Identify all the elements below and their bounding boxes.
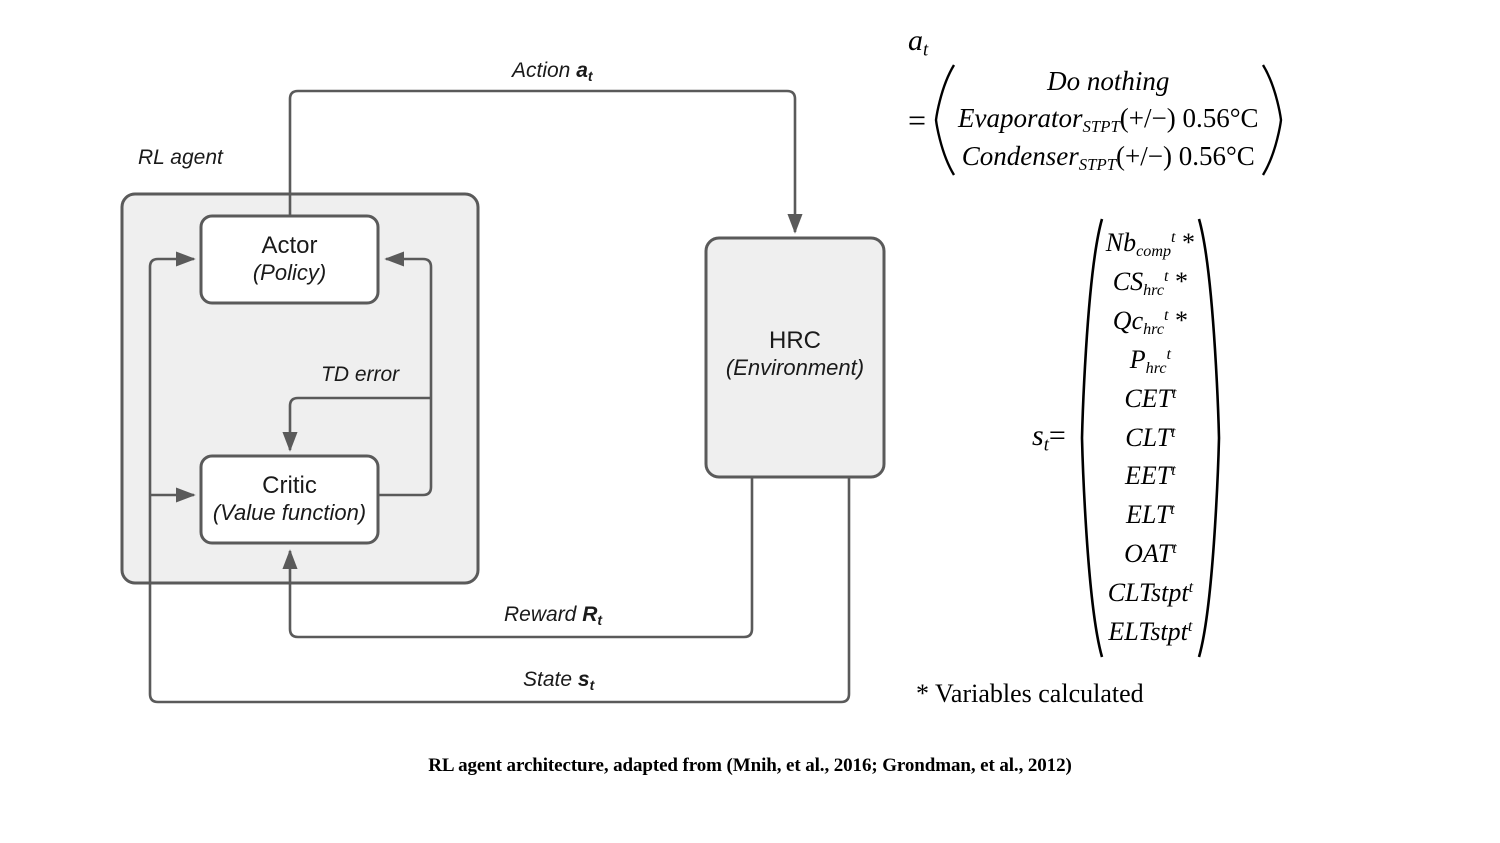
state-row-9-base: CLTstpt — [1107, 578, 1189, 608]
state-row-0-sup: t — [1171, 229, 1176, 247]
action-equation: at = Do nothing EvaporatorSTPT(+/−) 0.56… — [908, 24, 1428, 178]
state-row-8-base: OAT — [1124, 539, 1173, 569]
state-row-10-sup: t — [1187, 618, 1193, 636]
action-row-1-name: Evaporator — [958, 102, 1083, 133]
action-equation-lhs: at — [908, 24, 1428, 61]
state-row-5: CLTt — [1125, 419, 1175, 458]
state-row-1-sup: t — [1164, 268, 1169, 286]
state-row-0-base: Nb — [1105, 228, 1137, 258]
state-row-2: Qchrct * — [1113, 302, 1188, 341]
edge-label-state-text: State — [523, 668, 578, 691]
state-row-1: CShrct * — [1113, 263, 1188, 302]
edge-label-state: State st — [523, 668, 594, 693]
state-row-2-sup: t — [1164, 307, 1169, 325]
state-row-3-base: P — [1129, 344, 1146, 374]
action-equals-sign: = — [908, 101, 927, 138]
edge-label-action: Action at — [512, 59, 593, 84]
state-row-5-base: CLT — [1125, 422, 1172, 452]
edge-label-state-symbol: s — [577, 668, 590, 691]
state-row-2-sub: hrc — [1143, 320, 1165, 338]
state-row-3-sub: hrc — [1145, 359, 1167, 377]
rl-agent-group-label: RL agent — [138, 146, 223, 169]
action-row-0: Do nothing — [1047, 63, 1169, 99]
state-row-9: CLTstptt — [1108, 574, 1193, 613]
state-row-6-base: EET — [1125, 461, 1172, 491]
edge-label-reward: Reward Rt — [504, 603, 602, 628]
action-vector-rows: Do nothing EvaporatorSTPT(+/−) 0.56°C Co… — [958, 62, 1258, 178]
action-right-paren — [1259, 62, 1285, 178]
action-row-0-tail: Do nothing — [1047, 66, 1170, 97]
edge-state-line — [148, 251, 851, 704]
edge-label-reward-text: Reward — [504, 603, 583, 626]
state-row-7-sup: t — [1170, 501, 1175, 519]
state-lhs-subscript: t — [1043, 434, 1049, 456]
state-row-6: EETt — [1125, 457, 1176, 496]
action-lhs-symbol: a — [908, 24, 923, 57]
state-row-7: ELTt — [1126, 496, 1175, 535]
edge-action-line — [288, 89, 803, 234]
edge-label-state-subscript: t — [589, 676, 595, 693]
edge-label-action-symbol: a — [576, 59, 588, 82]
state-row-2-base: Qc — [1112, 305, 1144, 335]
edge-reward-line — [282, 477, 754, 639]
action-row-2: CondenserSTPT(+/−) 0.56°C — [962, 138, 1255, 176]
state-row-2-star: * — [1168, 305, 1188, 335]
state-row-7-base: ELT — [1126, 500, 1171, 530]
action-lhs-subscript: t — [923, 39, 929, 61]
state-equals-sign: = — [1048, 419, 1066, 453]
critic-node-box[interactable] — [199, 454, 380, 545]
edge-label-action-subscript: t — [587, 67, 593, 84]
action-row-1: EvaporatorSTPT(+/−) 0.56°C — [958, 100, 1258, 138]
state-row-9-sup: t — [1188, 579, 1194, 597]
edge-label-td-error: TD error — [321, 363, 399, 387]
state-left-paren — [1076, 215, 1106, 661]
action-left-paren — [932, 62, 958, 178]
state-right-paren — [1195, 215, 1225, 661]
state-row-1-sub: hrc — [1143, 281, 1165, 299]
state-row-4-base: CET — [1124, 383, 1172, 413]
state-row-10-base: ELTstpt — [1108, 616, 1188, 646]
state-row-8-sup: t — [1172, 540, 1177, 558]
state-lhs-symbol: s — [1032, 419, 1044, 453]
state-equation-lhs: st= — [1032, 419, 1066, 457]
edge-label-td-error-text: TD error — [321, 363, 400, 386]
state-row-3: Phrct — [1130, 341, 1171, 380]
state-row-1-star: * — [1168, 267, 1188, 297]
edge-label-reward-symbol: R — [582, 603, 598, 626]
edge-label-action-text: Action — [512, 59, 577, 82]
state-row-5-sup: t — [1171, 423, 1176, 441]
state-vector-rows: Nbcompt * CShrct * Qchrct * Phrct CETt C… — [1106, 215, 1195, 661]
state-row-0-star: * — [1175, 228, 1196, 258]
variables-calculated-footnote: * Variables calculated — [916, 679, 1144, 708]
action-row-2-tail: (+/−) 0.56°C — [1116, 141, 1255, 172]
state-row-4-sup: t — [1172, 384, 1177, 402]
edge-critic-to-actor-line — [378, 251, 433, 497]
state-row-4: CETt — [1124, 380, 1176, 419]
figure-caption: RL agent architecture, adapted from (Mni… — [428, 755, 1072, 776]
edge-td-error-line — [282, 396, 431, 452]
hrc-environment-node-box[interactable] — [704, 236, 886, 479]
state-row-8: OATt — [1124, 535, 1177, 574]
action-row-1-tail: (+/−) 0.56°C — [1119, 102, 1259, 133]
state-equation: st= Nbcompt * CShrct * Qchrct * Phrct CE… — [1032, 215, 1225, 661]
state-row-0-sub: comp — [1136, 243, 1172, 261]
state-row-0: Nbcompt * — [1106, 224, 1195, 263]
edge-label-reward-subscript: t — [597, 611, 603, 628]
action-row-2-sub: STPT — [1078, 155, 1116, 175]
state-row-1-base: CS — [1112, 267, 1144, 297]
state-row-6-sup: t — [1171, 462, 1176, 480]
state-row-3-sup: t — [1166, 345, 1172, 363]
action-row-1-sub: STPT — [1082, 116, 1120, 136]
action-row-2-name: Condenser — [961, 141, 1079, 172]
actor-node-box[interactable] — [199, 214, 380, 305]
state-row-10: ELTstptt — [1108, 613, 1192, 652]
